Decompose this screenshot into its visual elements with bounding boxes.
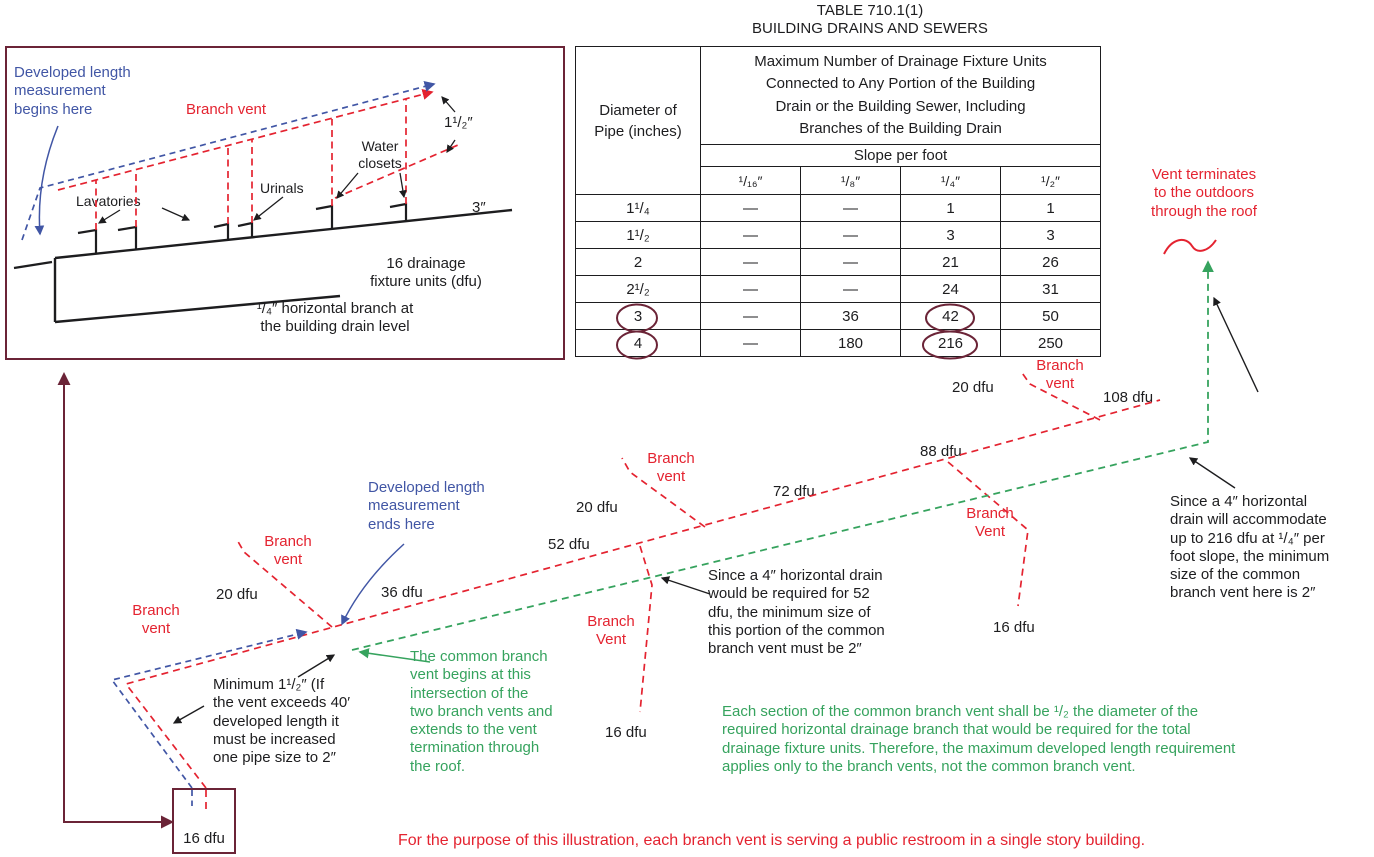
cell-diameter: 1¹/₂ [575,221,701,249]
slope-col-1-16: ¹/₁₆″ [700,166,801,195]
table-row: 4 — 180 216 250 [575,329,1102,357]
branch-vent-label-right-lower: Branch Vent [966,505,1014,541]
table-row: 2¹/₂ — — 24 31 [575,275,1102,303]
table-row: 1¹/₄ — — 1 1 [575,194,1102,222]
dfu-label-16-middle: 16 dfu [605,724,647,741]
col-header-diameter: Diameter of Pipe (inches) [575,46,701,195]
table-subtitle: BUILDING DRAINS AND SEWERS [752,20,988,37]
restroom-16dfu-box: 16 dfu [172,788,236,854]
cell-value: — [700,194,801,222]
branch-vent-label-lower-left: Branch vent [132,602,180,638]
table-row: 1¹/₂ — — 3 3 [575,221,1102,249]
vent-size-dimension: 1¹/₂″ [444,114,473,131]
vent-terminates-note: Vent terminates to the outdoors through … [1151,166,1257,220]
common-vent-begins-note: The common branch vent begins at this in… [410,648,553,775]
cell-value: 3 [900,221,1001,249]
developed-length-begins-note: Developed length measurement begins here [14,64,131,118]
dfu-label-box: 16 dfu [183,830,225,847]
cell-value: 21 [900,248,1001,276]
inset-branch-vent-label: Branch vent [186,101,267,118]
dfu-label-16-right: 16 dfu [993,619,1035,636]
developed-length-ends-note: Developed length measurement ends here [368,479,485,533]
cell-diameter: 2 [575,248,701,276]
since-52-dfu-note: Since a 4″ horizontal drain would be req… [708,567,885,658]
table-row: 3 — 36 42 50 [575,302,1102,330]
cell-value: — [700,248,801,276]
dfu-label-108: 108 dfu [1103,389,1154,406]
cell-value: 50 [999,302,1102,330]
cell-value: — [700,329,801,357]
drain-size-label: 3″ [472,199,486,216]
cell-value: 36 [800,302,901,330]
cell-diameter-circled: 3 [575,302,701,330]
table-title: TABLE 710.1(1) [816,2,924,19]
dfu-label-52: 52 dfu [548,536,590,553]
since-216-dfu-note: Since a 4″ horizontal drain will accommo… [1170,493,1330,602]
branch-vent-label-upper-right: Branch vent [1036,357,1084,393]
col-header-main: Maximum Number of Drainage Fixture Units… [699,46,1102,145]
cell-diameter: 2¹/₂ [575,275,701,303]
table-row: 2 — — 21 26 [575,248,1102,276]
cell-value: — [800,194,901,222]
cell-value: 250 [999,329,1102,357]
cell-value: 3 [999,221,1102,249]
horizontal-branch-label: ¹/₄″ horizontal branch at the building d… [256,300,414,336]
dfu-label-20-middle: 20 dfu [576,499,618,516]
branch-vent-drop [639,545,653,713]
branch-vent-label-left: Branch vent [264,533,312,569]
cell-diameter: 1¹/₄ [575,194,701,222]
cell-value: — [700,302,801,330]
cell-value: 1 [900,194,1001,222]
minimum-size-note: Minimum 1¹/₂″ (If the vent exceeds 40′ d… [213,676,351,767]
cell-value: 180 [800,329,901,357]
cell-value-circled: 216 [900,329,1001,357]
branch-vent-label-middle-lower: Branch Vent [587,613,635,649]
cell-value: — [800,248,901,276]
slope-col-1-4: ¹/₄″ [900,166,1001,195]
cell-value: 1 [999,194,1102,222]
urinals-label: Urinals [260,180,304,196]
cell-value: — [800,221,901,249]
dfu-label-36: 36 dfu [381,584,423,601]
cell-value: — [800,275,901,303]
each-section-note: Each section of the common branch vent s… [722,703,1236,775]
water-closets-label: Water closets [358,138,402,172]
inset-total-dfu-label: 16 drainage fixture units (dfu) [370,255,482,291]
branch-vent-label-middle-upper: Branch vent [647,450,695,486]
cell-value: 31 [999,275,1102,303]
dfu-label-20-left: 20 dfu [216,586,258,603]
return-arrow [57,372,174,829]
lavatories-label: Lavatories [76,193,141,209]
slope-col-1-8: ¹/₈″ [800,166,901,195]
purpose-note: For the purpose of this illustration, ea… [398,832,1146,849]
dfu-label-72: 72 dfu [773,483,815,500]
cell-value: — [700,221,801,249]
vent-terminus-squiggle [1163,238,1217,255]
cell-value: 26 [999,248,1102,276]
cell-value-circled: 42 [900,302,1001,330]
cell-diameter-circled: 4 [575,329,701,357]
dfu-label-88: 88 dfu [920,443,962,460]
fixture-units-table: Diameter of Pipe (inches) Maximum Number… [575,46,1102,357]
cell-value: — [700,275,801,303]
inset-detail-box [5,46,565,360]
cell-value: 24 [900,275,1001,303]
main-annotation-arrows [172,296,1259,724]
slope-col-1-2: ¹/₂″ [999,166,1102,195]
dfu-label-20-right: 20 dfu [952,379,994,396]
col-header-slope: Slope per foot [699,144,1102,167]
